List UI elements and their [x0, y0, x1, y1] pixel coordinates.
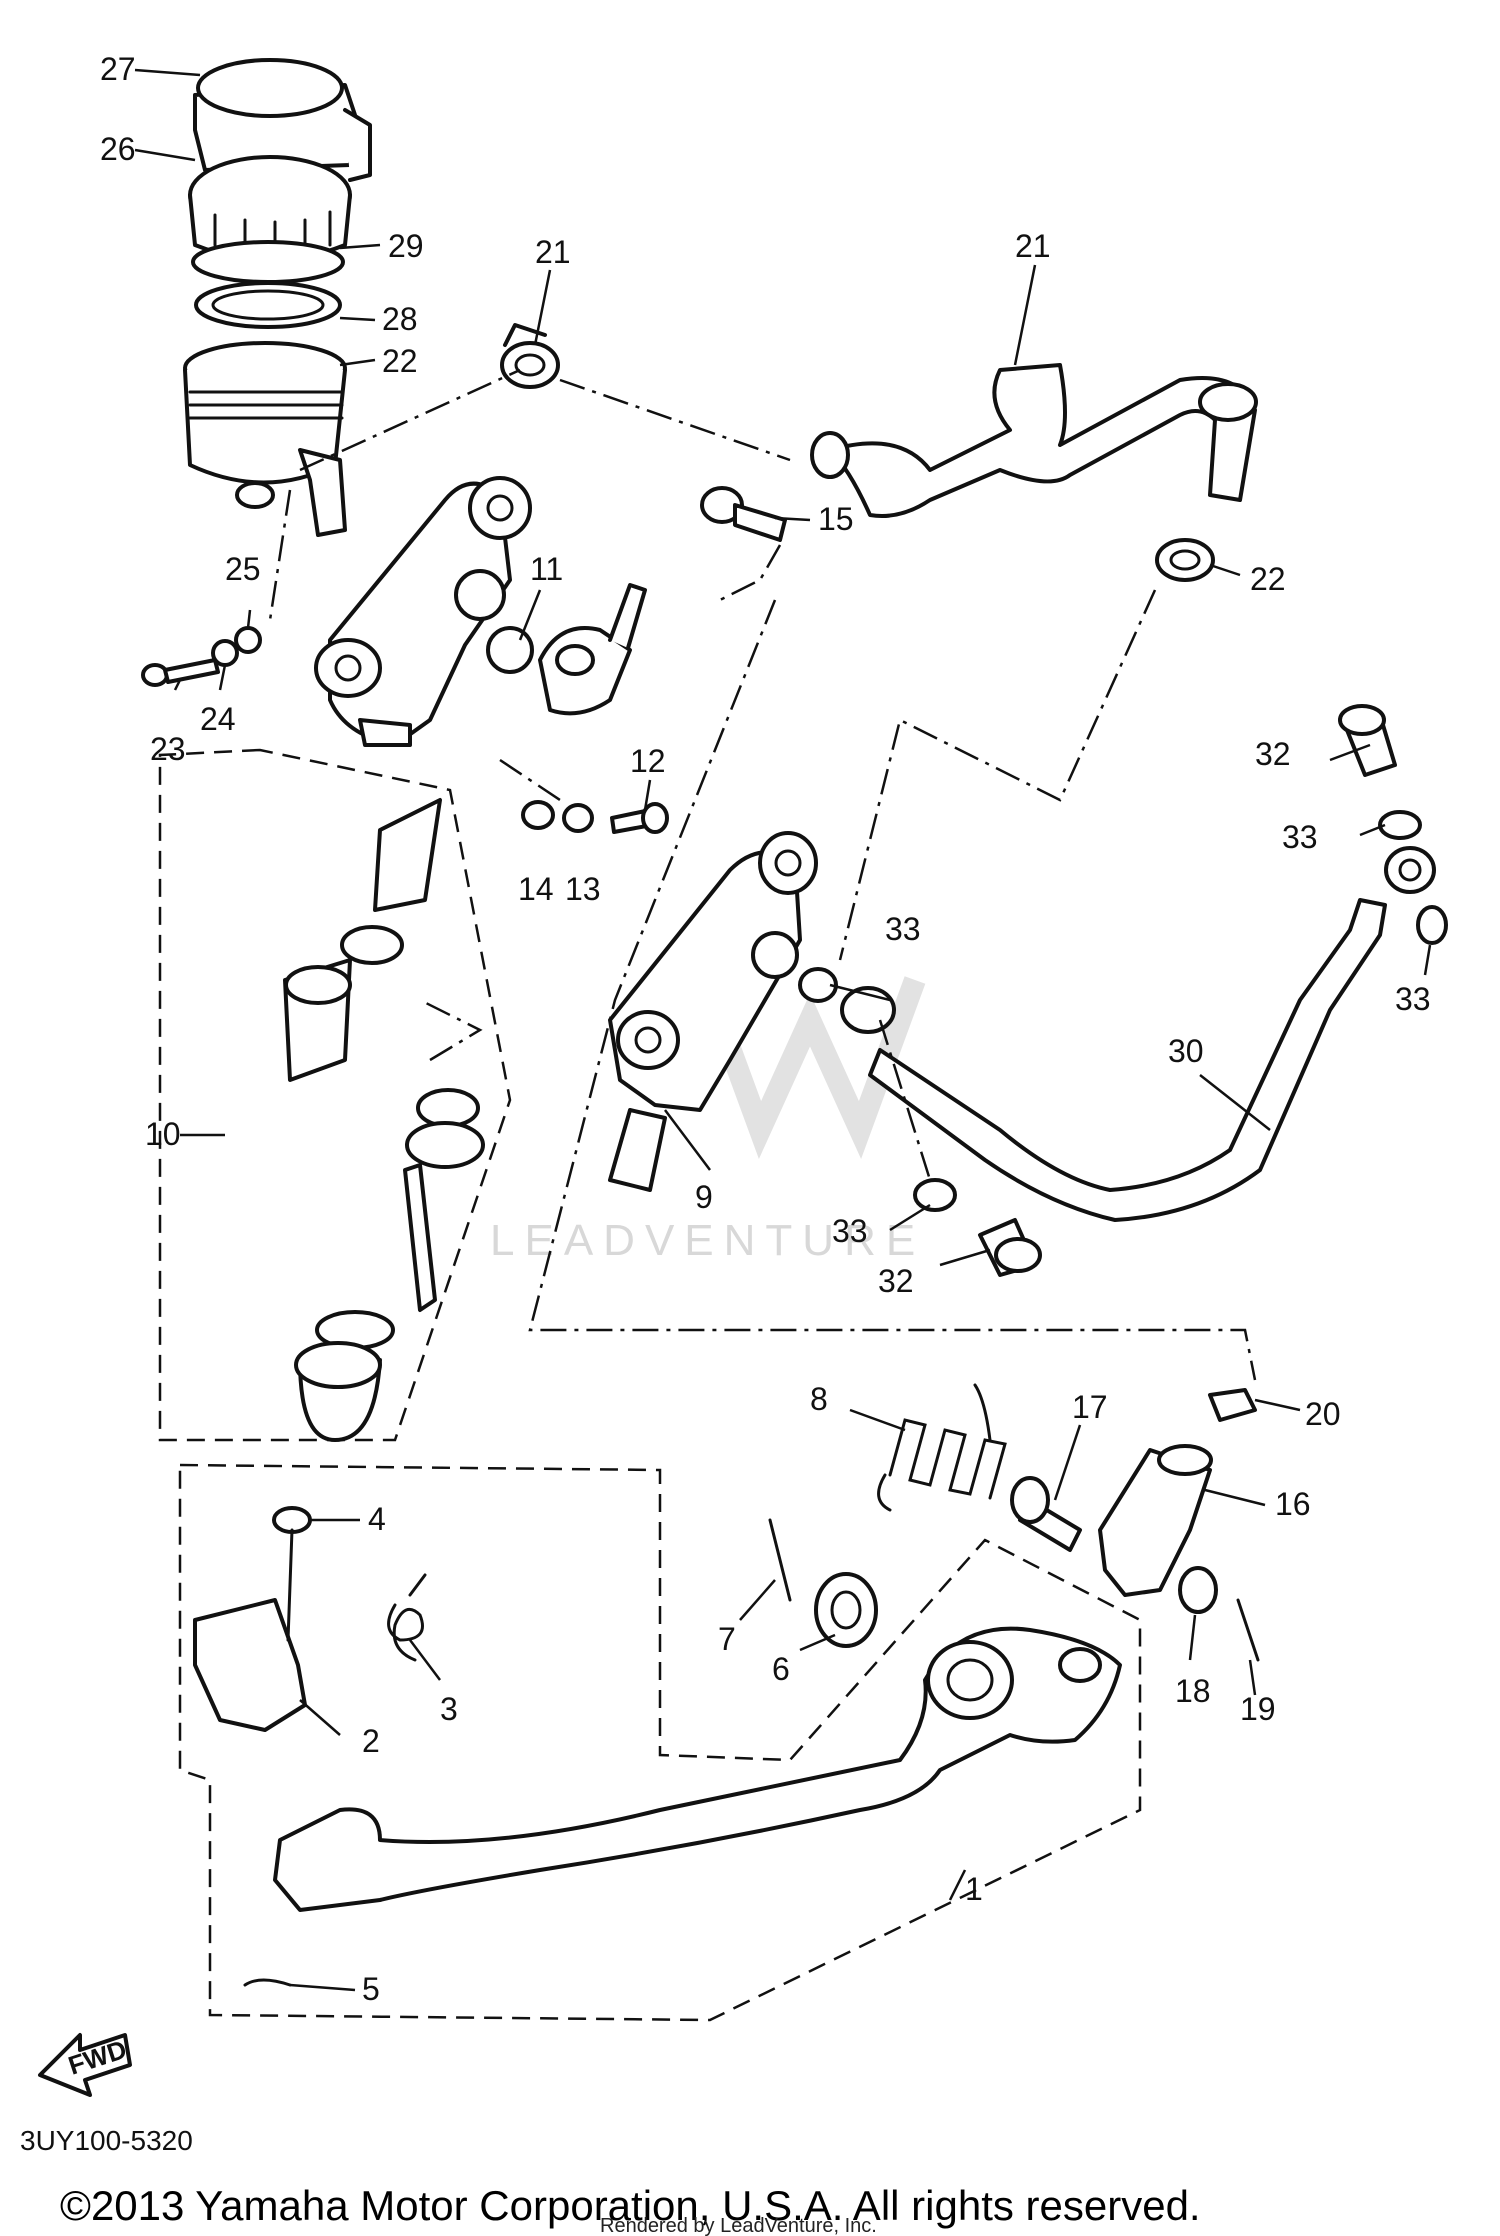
callout-14: 14 — [518, 871, 554, 907]
callout-33-c: 33 — [1395, 981, 1431, 1017]
brake-hose — [840, 846, 1436, 1222]
bolt — [141, 658, 220, 687]
copyright-notice: ©2013 Yamaha Motor Corporation, U.S.A. A… — [60, 2182, 1201, 2229]
callout-30: 29 — [388, 228, 424, 264]
hose-clip — [500, 323, 560, 389]
callout-11: 11 — [530, 551, 563, 587]
callout-33-b: 33 — [1282, 819, 1318, 855]
callout-10: 10 — [145, 1116, 181, 1152]
callout-3: 3 — [440, 1691, 458, 1727]
callout-33-d: 33 — [832, 1213, 868, 1249]
callout-6: 6 — [772, 1651, 790, 1687]
callout-26: 25 — [225, 551, 261, 587]
callout-22-right: 22 — [1250, 561, 1286, 597]
callout-33-a: 33 — [885, 911, 921, 947]
torsion-spring — [387, 1573, 427, 1662]
pin — [1010, 1476, 1082, 1552]
callout-24: 23 — [150, 731, 186, 767]
callout-7: 7 — [718, 1621, 736, 1657]
callout-2: 2 — [362, 1723, 380, 1759]
watermark-text: LEADVENTURE — [490, 1216, 925, 1265]
callout-15: 15 — [818, 501, 854, 537]
callout-labels: 27 26 29 28 22 21 21 22 15 11 25 24 23 1… — [100, 51, 1431, 2007]
callout-31: 30 — [1168, 1033, 1204, 1069]
clevis — [1098, 1444, 1213, 1597]
footrest — [193, 1506, 312, 1732]
callout-21: 21 — [1015, 228, 1051, 264]
callout-22-top: 21 — [535, 234, 571, 270]
callout-32-top: 32 — [1255, 736, 1291, 772]
callout-12: 12 — [630, 743, 666, 779]
hose — [810, 363, 1258, 518]
piston-kit — [283, 798, 485, 1442]
screw — [610, 802, 669, 834]
callout-5: 5 — [362, 1971, 380, 2007]
callout-18: 18 — [1175, 1673, 1211, 1709]
callout-1: 1 — [965, 1871, 983, 1907]
callout-25: 24 — [200, 701, 236, 737]
diagram-code: 3UY100-5320 — [20, 2125, 193, 2156]
master-cylinder — [608, 831, 818, 1192]
cotter-pin — [1236, 1598, 1260, 1662]
washer — [521, 800, 555, 830]
callout-17: 17 — [1072, 1389, 1108, 1425]
cotter-pin — [243, 1978, 292, 1987]
washer — [211, 639, 239, 667]
washer — [1178, 1566, 1218, 1614]
callout-8: 8 — [810, 1381, 828, 1417]
circlip — [562, 803, 594, 833]
washer — [1378, 810, 1422, 840]
callout-20: 20 — [1305, 1396, 1341, 1432]
washer — [814, 1572, 878, 1648]
hose-joint — [538, 583, 647, 716]
callout-29: 28 — [382, 301, 418, 337]
washer — [1416, 905, 1448, 945]
o-ring — [486, 626, 534, 674]
group-outlines — [158, 368, 1257, 2022]
union-bolt — [1338, 704, 1397, 777]
forward-direction-arrow: FWD — [38, 2033, 132, 2097]
master-cylinder-body — [314, 476, 532, 747]
callout-28: 27 — [100, 51, 136, 87]
union-bolt — [978, 1218, 1042, 1277]
nut — [1208, 1388, 1257, 1422]
callout-16: 16 — [1275, 1486, 1311, 1522]
callout-23: 22 — [382, 343, 418, 379]
callout-13: 13 — [565, 871, 601, 907]
hose-clip — [1155, 538, 1215, 582]
washer — [234, 626, 262, 654]
washer — [798, 967, 838, 1003]
callout-9: 9 — [695, 1179, 713, 1215]
cotter-pin — [768, 1518, 792, 1602]
brake-pedal — [273, 1626, 1122, 1912]
leader-lines — [134, 68, 1432, 1992]
callout-32-bottom: 32 — [878, 1263, 914, 1299]
washer — [913, 1178, 957, 1212]
reservoir-assembly — [183, 58, 372, 537]
callout-19: 19 — [1240, 1691, 1276, 1727]
return-spring — [877, 1383, 1007, 1512]
callout-4: 4 — [368, 1501, 386, 1537]
bolt — [700, 486, 787, 542]
callout-27: 26 — [100, 131, 136, 167]
rendered-by-notice: Rendered by LeadVenture, Inc. — [600, 2215, 877, 2236]
